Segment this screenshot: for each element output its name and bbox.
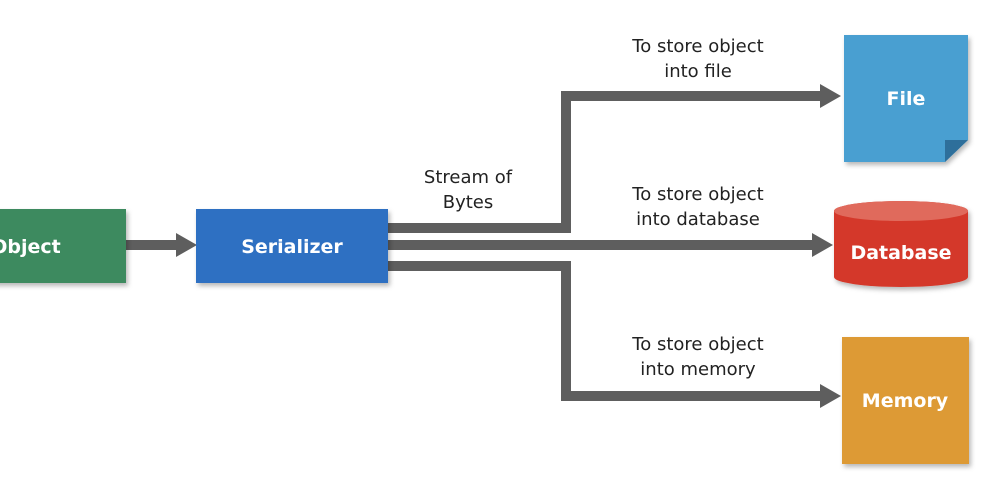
memory-node: Memory bbox=[842, 337, 969, 464]
to-database-label-line2: into database bbox=[636, 209, 760, 230]
serializer-node: Serializer bbox=[196, 209, 388, 283]
database-cylinder bbox=[834, 201, 968, 287]
database-node: Database bbox=[834, 201, 968, 287]
file-document-shape bbox=[844, 35, 968, 162]
to-database-label-line1: To store object bbox=[631, 184, 763, 205]
database-cylinder-top bbox=[834, 201, 968, 221]
to-memory-label-line1: To store object bbox=[631, 334, 763, 355]
object-box bbox=[0, 209, 126, 283]
serializer-box bbox=[196, 209, 388, 283]
arrow-object-to-serializer bbox=[126, 233, 197, 257]
stream-label-line2: Bytes bbox=[443, 192, 494, 213]
file-fold-corner bbox=[945, 140, 968, 162]
edge-label-to-memory: To store object into memory bbox=[631, 334, 763, 380]
to-file-label-line1: To store object bbox=[631, 36, 763, 57]
arrows bbox=[126, 84, 841, 408]
arrow-serializer-to-database bbox=[388, 233, 833, 257]
serializer-label: Serializer bbox=[241, 236, 343, 258]
to-file-label-line2: into file bbox=[664, 61, 732, 82]
arrow-serializer-to-memory bbox=[388, 261, 841, 408]
memory-box bbox=[842, 337, 969, 464]
stream-label-line1: Stream of bbox=[424, 167, 513, 188]
file-node: File bbox=[844, 35, 968, 162]
memory-label: Memory bbox=[862, 390, 949, 412]
edge-label-stream: Stream of Bytes bbox=[424, 167, 513, 213]
database-label: Database bbox=[850, 242, 951, 264]
edge-label-to-database: To store object into database bbox=[631, 184, 763, 230]
edge-label-to-file: To store object into file bbox=[631, 36, 763, 82]
to-memory-label-line2: into memory bbox=[640, 359, 756, 380]
file-label: File bbox=[887, 88, 926, 110]
arrow-serializer-to-file bbox=[388, 84, 841, 233]
object-node: Object bbox=[0, 209, 126, 283]
object-label: Object bbox=[0, 236, 61, 258]
